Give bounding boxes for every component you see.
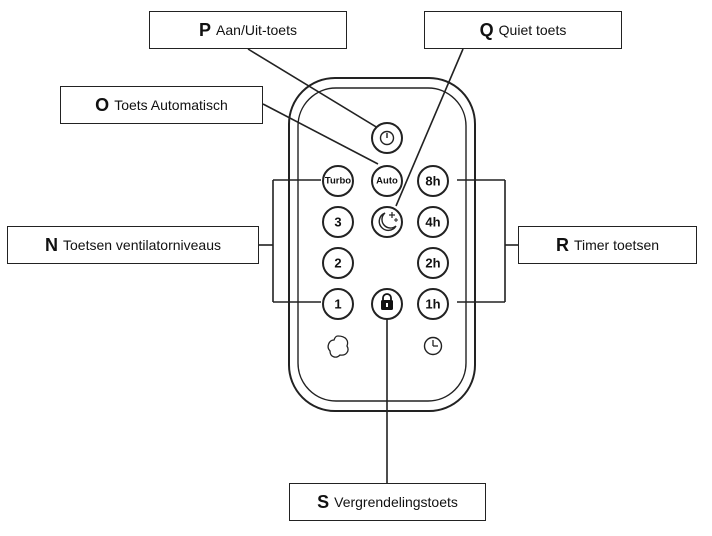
fan-icon xyxy=(327,335,349,358)
label-timer: R Timer toetsen xyxy=(518,226,697,264)
auto-button[interactable]: Auto xyxy=(371,165,403,197)
label-auto: O Toets Automatisch xyxy=(60,86,263,124)
fan-level-3-label: 3 xyxy=(334,215,341,230)
timer-4h-button[interactable]: 4h xyxy=(417,206,449,238)
timer-1h-button[interactable]: 1h xyxy=(417,288,449,320)
label-lock-letter: S xyxy=(317,491,330,512)
remote-body-outer xyxy=(288,77,476,412)
label-power: P Aan/Uit-toets xyxy=(149,11,347,49)
leader-lines xyxy=(247,48,518,483)
timer-2h-label: 2h xyxy=(425,256,440,271)
label-lock: S Vergrendelingstoets xyxy=(289,483,486,521)
fan-level-2-label: 2 xyxy=(334,256,341,271)
label-timer-text: Timer toetsen xyxy=(573,237,660,253)
turbo-label: Turbo xyxy=(325,176,351,187)
remote-body-inner xyxy=(297,87,467,402)
label-fan-levels: N Toetsen ventilatorniveaus xyxy=(7,226,259,264)
label-quiet-text: Quiet toets xyxy=(498,22,567,38)
fan-level-2-button[interactable]: 2 xyxy=(322,247,354,279)
power-icon xyxy=(379,130,395,146)
timer-8h-label: 8h xyxy=(425,174,440,189)
clock-icon xyxy=(423,336,443,356)
label-timer-letter: R xyxy=(555,234,569,255)
auto-label: Auto xyxy=(376,176,398,187)
label-quiet: Q Quiet toets xyxy=(424,11,622,49)
label-quiet-letter: Q xyxy=(479,19,494,40)
label-auto-letter: O xyxy=(95,94,110,115)
timer-2h-button[interactable]: 2h xyxy=(417,247,449,279)
timer-8h-button[interactable]: 8h xyxy=(417,165,449,197)
label-power-letter: P xyxy=(199,19,212,40)
moon-stars-icon xyxy=(378,212,398,232)
label-power-text: Aan/Uit-toets xyxy=(216,22,297,38)
label-fan-levels-letter: N xyxy=(45,234,58,255)
turbo-button[interactable]: Turbo xyxy=(322,165,354,197)
fan-level-3-button[interactable]: 3 xyxy=(322,206,354,238)
leader-O xyxy=(262,103,379,165)
leader-Q xyxy=(395,48,464,207)
power-button[interactable] xyxy=(371,122,403,154)
timer-4h-label: 4h xyxy=(425,215,440,230)
fan-level-1-button[interactable]: 1 xyxy=(322,288,354,320)
label-fan-levels-text: Toetsen ventilatorniveaus xyxy=(63,237,221,253)
label-lock-text: Vergrendelingstoets xyxy=(334,494,458,510)
lock-icon xyxy=(381,293,393,310)
timer-1h-label: 1h xyxy=(425,297,440,312)
fan-level-1-label: 1 xyxy=(334,297,341,312)
quiet-button[interactable] xyxy=(371,206,403,238)
label-auto-text: Toets Automatisch xyxy=(114,97,228,113)
leader-P xyxy=(247,48,379,129)
lock-button[interactable] xyxy=(371,288,403,320)
